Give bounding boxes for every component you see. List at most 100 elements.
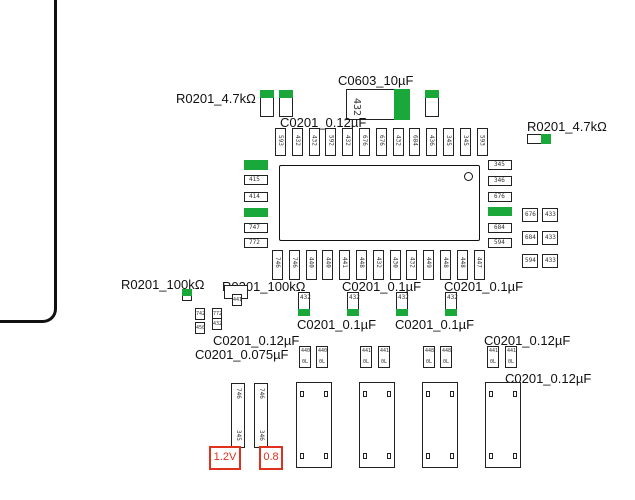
small-cap-code-b: 0L (508, 359, 515, 365)
tall-part-right-code: 746 (258, 388, 265, 399)
small-mid-cap[interactable]: 432 (347, 292, 360, 316)
top-row-part[interactable]: 684 (409, 128, 421, 156)
left-col-part[interactable]: 415 (244, 175, 268, 185)
bottom-row-part[interactable]: 440 (305, 250, 317, 280)
label-c012-left: C0201_0.12µF (213, 333, 300, 348)
right-grid-part[interactable]: 594 (522, 254, 538, 268)
tall-part-right[interactable]: 746 346 (254, 383, 268, 448)
small-mid-cap[interactable]: 432 (445, 292, 458, 316)
left-col-part-code: 772 (249, 239, 260, 246)
left-col-part[interactable]: 772 (244, 238, 268, 248)
bottom-row-part-code: 432 (374, 257, 382, 268)
bottom-row-part[interactable]: 432 (406, 250, 418, 280)
bottom-row-part[interactable]: 746 (272, 250, 283, 280)
large-component-pin (426, 391, 430, 397)
right-grid-part-code: 684 (525, 234, 536, 241)
ic-pin1-marker (464, 172, 473, 181)
bottom-row-part[interactable]: 432 (372, 250, 384, 280)
large-component[interactable] (422, 382, 458, 468)
bottom-row-part[interactable]: 448 (356, 250, 367, 280)
top-row-part[interactable]: 593 (476, 128, 488, 156)
tall-part-left[interactable]: 746 345 (231, 383, 245, 448)
bottom-row-part-code: 449 (425, 257, 433, 268)
bottom-row-part[interactable]: 440 (322, 250, 334, 280)
top-row-part[interactable]: 593 (275, 128, 286, 156)
left-col-part-code: 747 (249, 224, 260, 231)
board-edge-outline (0, 0, 57, 323)
small-cap-code: 440 (318, 348, 328, 354)
top-row-part[interactable]: 432 (308, 128, 320, 156)
top-row-part[interactable]: 345 (459, 128, 471, 156)
top-row-part[interactable]: 592 (325, 128, 337, 156)
bottom-row-part[interactable]: 449 (423, 250, 435, 280)
bottom-row-part[interactable]: 448 (456, 250, 468, 280)
left-pad-mid (244, 208, 268, 217)
top-row-part[interactable]: 432 (291, 128, 303, 156)
small-mid-cap[interactable]: 432 (396, 292, 409, 316)
small-mid-cap-code: 432 (300, 294, 311, 301)
small-left-part[interactable]: 432 (212, 318, 222, 330)
small-cap-code: 448 (442, 348, 452, 354)
small-left-part-code: 450 (196, 325, 206, 331)
bottom-row-part[interactable]: 441 (339, 250, 351, 280)
resistor-100k-a-pad (182, 289, 192, 296)
large-component[interactable] (359, 382, 395, 468)
large-component[interactable] (485, 382, 521, 468)
top-row-part[interactable]: 345 (443, 128, 454, 156)
bottom-row-part-code: 746 (274, 257, 281, 268)
right-grid-part-code: 433 (545, 211, 556, 218)
left-col-part-code: 415 (249, 176, 260, 183)
small-mid-cap[interactable]: 432 (298, 292, 311, 316)
right-grid-part[interactable]: 433 (542, 254, 558, 268)
small-left-part[interactable]: 441 (232, 294, 242, 306)
large-component-pin (363, 391, 367, 397)
label-c-top: C0201_0.12µF (280, 115, 367, 130)
callout-0-8[interactable]: 0.8 (259, 446, 283, 470)
top-row-part-code: 593 (478, 135, 486, 146)
large-component-pin (363, 453, 367, 459)
left-col-part[interactable]: 414 (244, 192, 268, 202)
right-col-part[interactable]: 594 (488, 238, 512, 248)
small-left-part[interactable]: 450 (195, 322, 205, 334)
right-col-part[interactable]: 346 (488, 176, 512, 186)
top-row-part[interactable]: 432 (342, 128, 354, 156)
small-mid-cap-code: 432 (349, 294, 360, 301)
ic-chip[interactable] (279, 165, 480, 241)
right-grid-part[interactable]: 433 (542, 208, 558, 222)
bottom-row-part[interactable]: 746 (288, 250, 300, 280)
top-row-part[interactable]: 432 (392, 128, 404, 156)
right-col-part[interactable]: 684 (488, 223, 512, 233)
large-component-pin (489, 391, 493, 397)
right-col-part[interactable]: 676 (488, 192, 512, 202)
bottom-row-part-code: 440 (324, 257, 332, 268)
right-grid-part[interactable]: 684 (522, 231, 538, 245)
bottom-row-part[interactable]: 430 (389, 250, 401, 280)
top-row-part[interactable]: 436 (426, 128, 438, 156)
right-grid-part[interactable]: 433 (542, 231, 558, 245)
right-col-part[interactable]: 345 (488, 160, 512, 170)
large-component-pin (450, 391, 454, 397)
right-grid-part[interactable]: 676 (522, 208, 538, 222)
top-row-part[interactable]: 676 (375, 128, 387, 156)
small-cap-code-b: 0L (490, 359, 497, 365)
left-col-part[interactable]: 747 (244, 223, 268, 233)
large-component[interactable] (296, 382, 332, 468)
top-row-part[interactable]: 676 (359, 128, 370, 156)
top-row-part-code: 436 (428, 135, 436, 146)
bottom-row-part-code: 441 (341, 257, 349, 268)
large-component-pin (387, 453, 391, 459)
small-left-part[interactable]: 742 (195, 308, 205, 320)
bottom-row-part[interactable]: 447 (473, 250, 485, 280)
bottom-row-part[interactable]: 448 (440, 250, 451, 280)
label-c01-d: C0201_0.1µF (395, 317, 475, 332)
callout-1-2v[interactable]: 1.2V (209, 446, 241, 470)
top-row-part-code: 593 (277, 135, 284, 146)
